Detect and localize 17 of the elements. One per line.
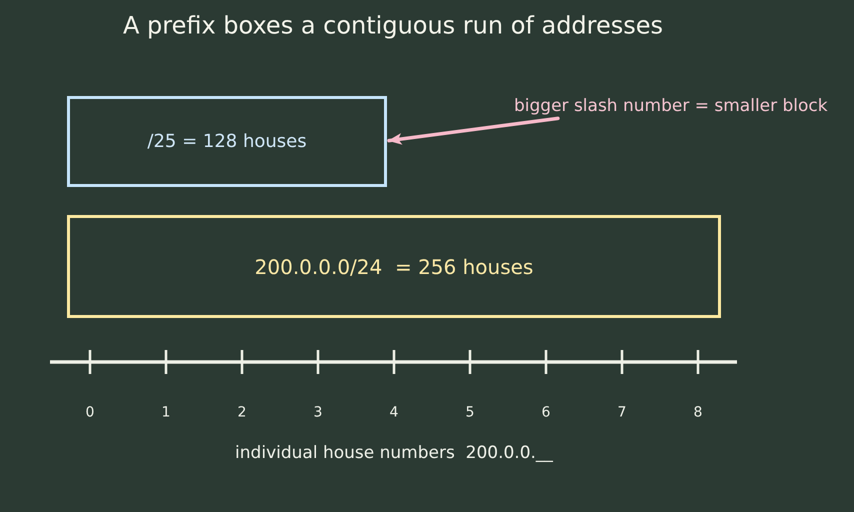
arrow bbox=[387, 116, 560, 145]
tick-label: 5 bbox=[466, 404, 474, 422]
tick-label: 2 bbox=[238, 404, 246, 422]
box-label: 200.0.0.0/24 = 256 houses bbox=[254, 254, 534, 278]
title: A prefix boxes a contiguous run of addresses bbox=[122, 12, 664, 40]
tick-label: 6 bbox=[542, 404, 550, 422]
prefix-box bbox=[67, 96, 387, 187]
annotation-text: bigger slash number = smaller block bbox=[514, 96, 828, 116]
tick-label: 7 bbox=[618, 404, 626, 422]
tick-label: 4 bbox=[390, 404, 398, 422]
box-label: /25 = 128 houses bbox=[147, 130, 307, 152]
tick-label: 3 bbox=[314, 404, 322, 422]
axis-caption: individual house numbers 200.0.0.__ bbox=[235, 442, 553, 464]
tick-label: 8 bbox=[694, 404, 702, 422]
prefix-box bbox=[67, 215, 721, 318]
tick-label: 1 bbox=[162, 404, 170, 422]
tick-label: 0 bbox=[86, 404, 94, 422]
